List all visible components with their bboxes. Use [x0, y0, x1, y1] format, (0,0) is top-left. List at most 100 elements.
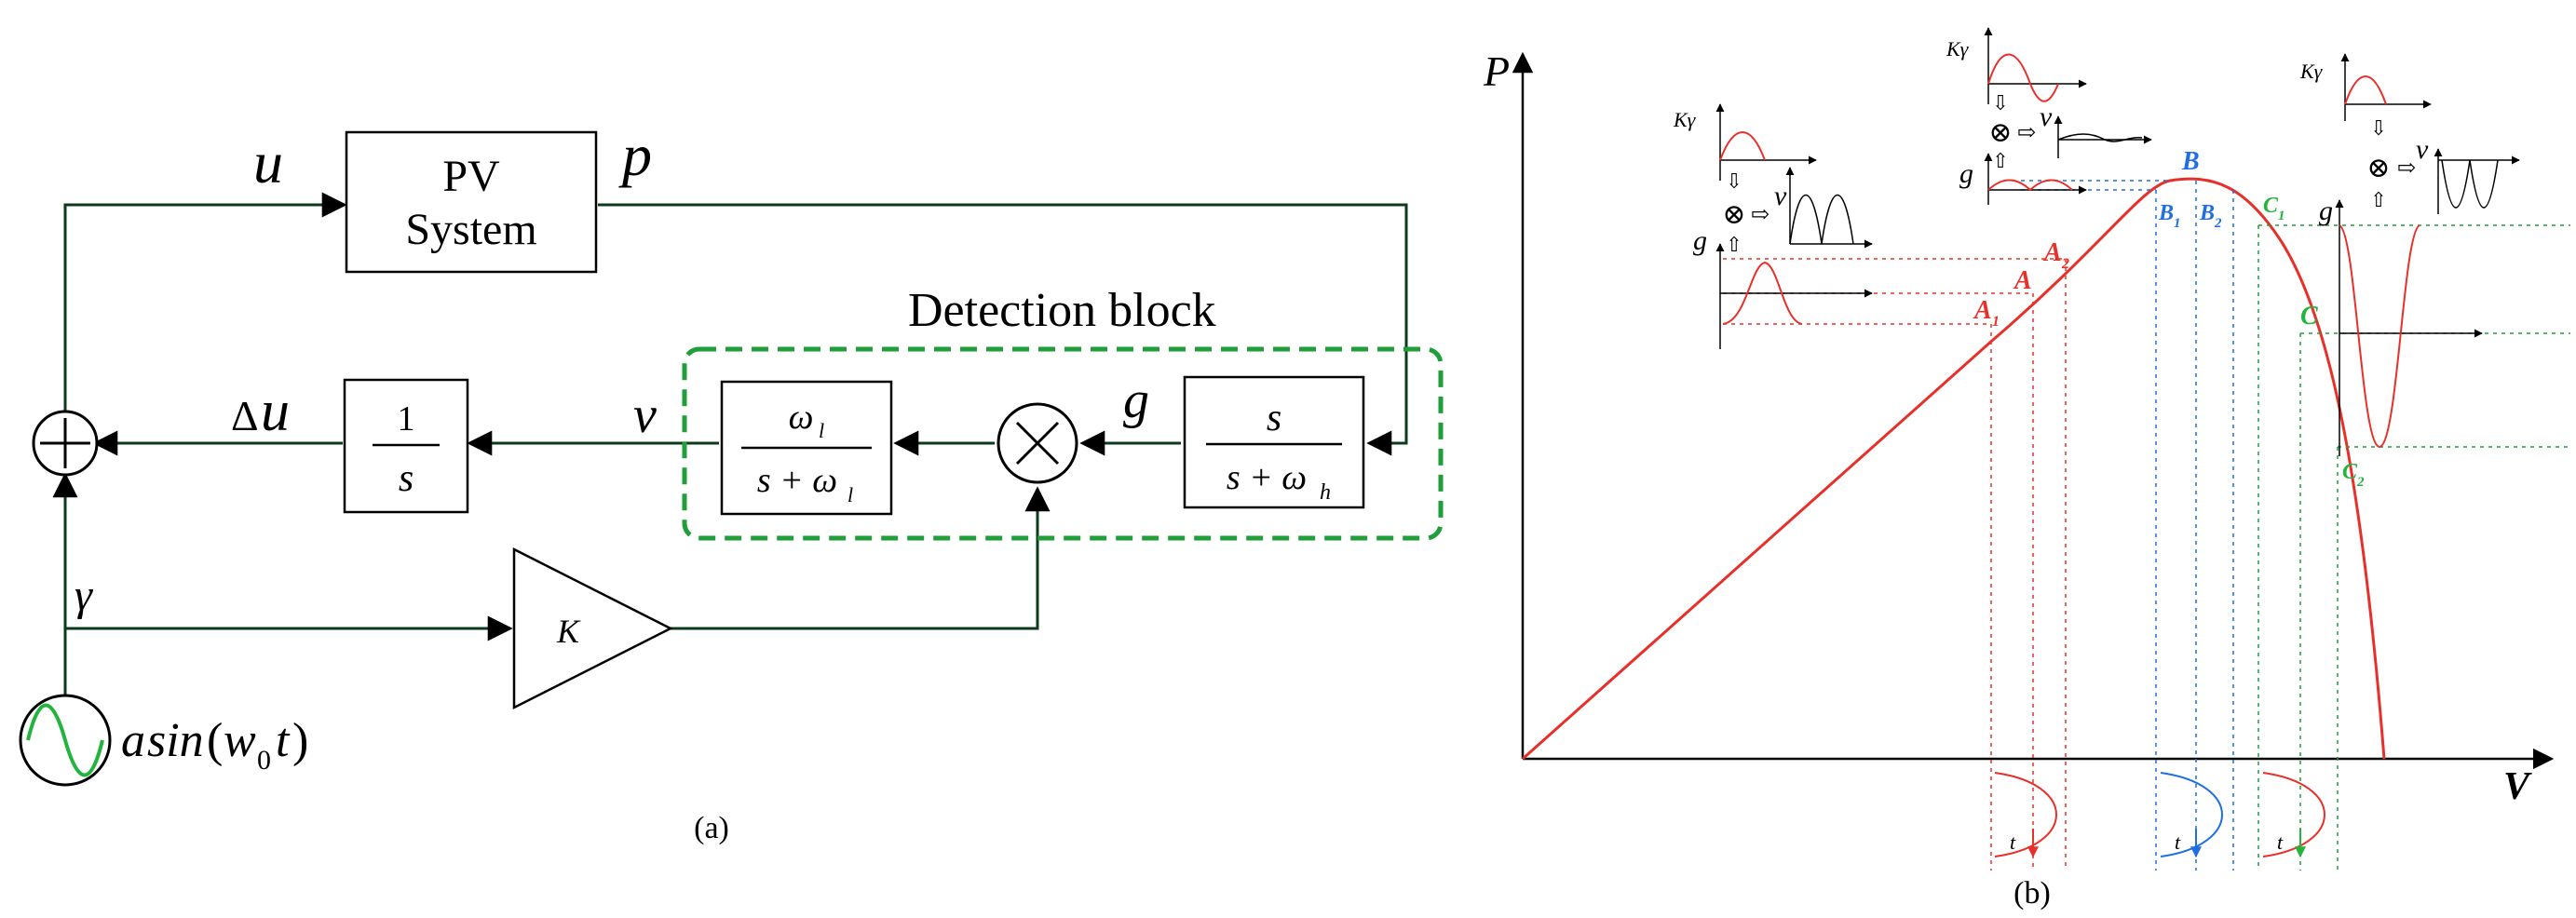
inset-right-right-arrow-icon: ⇨	[2397, 156, 2416, 181]
u-label: u	[253, 129, 283, 196]
inset-left-up-arrow-icon: ⇧	[1726, 233, 1742, 256]
highpass-denominator: s + ω	[1227, 458, 1307, 497]
point-b1: B	[2158, 201, 2174, 225]
inset-right-up-arrow-icon: ⇧	[2370, 188, 2387, 211]
wire-p-to-highpass	[598, 203, 1408, 456]
inset-right-down-arrow-icon: ⇩	[2370, 116, 2387, 140]
inset-right-g-label: g	[2319, 196, 2333, 226]
detection-block-boundary	[682, 346, 1444, 541]
point-b: B	[2181, 147, 2200, 176]
inset-left-k-wave	[1719, 131, 1766, 161]
source-paren-close: )	[292, 714, 308, 767]
point-c2-subscript: 2	[2356, 475, 2365, 490]
wire-u-to-pv	[63, 192, 347, 414]
inset-right-multiply-icon: ⊗	[2366, 153, 2390, 183]
inset-left-multiply-icon: ⊗	[1722, 199, 1745, 230]
axis-v-label: V	[2503, 765, 2532, 808]
inset-middle-g-wave	[1987, 179, 2073, 192]
source-t: t	[276, 714, 291, 767]
caption-b: (b)	[2013, 876, 2051, 911]
point-a1-subscript: 1	[1992, 314, 2000, 330]
lowpass-denominator-subscript: l	[847, 483, 853, 506]
inset-left: Kγ ⇩ ⊗ ⇧ ⇨ v g	[1673, 103, 1873, 349]
integrator-denominator: s	[399, 457, 414, 500]
point-c1-subscript: 1	[2278, 209, 2285, 223]
point-b2: B	[2199, 201, 2215, 225]
inset-middle-right-arrow-icon: ⇨	[2017, 121, 2036, 145]
point-c1: C	[2263, 194, 2279, 218]
inset-right-g-wave	[2339, 224, 2420, 449]
panel-b-pv-curve: P V	[1483, 27, 2570, 911]
inset-left-g-wave	[1722, 261, 1803, 325]
region-b-guides	[2021, 180, 2234, 871]
inset-middle-k-wave	[1987, 53, 2059, 102]
inset-middle: Kγ ⇩ ⊗ ⇧ ⇨ v g	[1946, 27, 2152, 205]
inset-left-right-arrow-icon: ⇨	[1751, 203, 1769, 227]
inset-middle-k-label: Kγ	[1946, 37, 1970, 61]
point-c2: C	[2342, 460, 2358, 484]
time-label-a: t	[2010, 830, 2016, 854]
point-b1-subscript: 1	[2174, 216, 2181, 231]
source-w: w	[224, 714, 256, 767]
bump-c	[2262, 772, 2325, 857]
inset-right-v-label: v	[2416, 134, 2429, 165]
inset-right-v-wave	[2441, 159, 2499, 209]
point-a: A	[2013, 266, 2032, 295]
inset-middle-multiply-icon: ⊗	[1988, 117, 2012, 148]
inset-right-k-label: Kγ	[2299, 60, 2324, 83]
sine-wave-icon	[26, 703, 104, 777]
panel-a-block-diagram: PV System u p Detection block s s + ω h …	[19, 122, 1444, 845]
point-a2: A	[2042, 238, 2062, 267]
source-sin: sin	[147, 714, 204, 767]
highpass-denominator-subscript: h	[1320, 480, 1331, 505]
inset-middle-v-label: v	[2040, 101, 2053, 132]
region-a-guides	[1723, 258, 2067, 871]
inset-right-k-wave	[2344, 75, 2387, 105]
inset-left-v-wave	[1789, 195, 1854, 245]
inset-middle-down-arrow-icon: ⇩	[1992, 91, 2009, 115]
axis-p-label: P	[1483, 47, 1510, 95]
source-w-subscript: 0	[257, 745, 271, 776]
bump-a	[1994, 772, 2057, 857]
inset-left-k-label: Kγ	[1673, 108, 1697, 131]
point-a2-subscript: 2	[2061, 256, 2069, 272]
pv-system-line2: System	[405, 205, 536, 254]
p-label: p	[618, 122, 652, 188]
inset-middle-g-label: g	[1959, 158, 1973, 189]
lowpass-denominator: s + ω	[757, 461, 837, 500]
highpass-numerator: s	[1267, 397, 1281, 439]
inset-left-down-arrow-icon: ⇩	[1726, 169, 1742, 193]
source-paren-open: (	[207, 714, 223, 767]
integrator-numerator: 1	[398, 399, 415, 439]
pv-system-line1: PV	[442, 152, 500, 201]
highpass-filter-block	[1183, 375, 1365, 509]
operating-point-labels: A 2 A A 1 B B 1 B 2 C 1 C C 2	[1973, 147, 2365, 490]
plus-icon	[40, 418, 90, 468]
v-label: v	[633, 386, 657, 444]
gain-label: K	[556, 613, 581, 650]
oscillation-bumps	[1994, 772, 2325, 857]
wire-gain-to-multiplier	[671, 486, 1051, 630]
caption-a: (a)	[694, 811, 729, 845]
bump-b	[2160, 772, 2223, 857]
source-a: a	[121, 714, 145, 767]
detection-block-label: Detection block	[908, 284, 1216, 337]
gain-triangle	[512, 547, 673, 710]
time-label-b: t	[2175, 830, 2181, 854]
time-label-c: t	[2277, 830, 2284, 854]
g-label: g	[1123, 371, 1149, 429]
point-b2-subscript: 2	[2214, 216, 2222, 231]
signal-wires	[52, 192, 1408, 698]
lowpass-numerator: ω	[789, 398, 814, 437]
point-a1: A	[1973, 296, 1992, 325]
inset-middle-v-wave	[2057, 133, 2143, 142]
lowpass-numerator-subscript: l	[819, 419, 824, 442]
pv-power-curve	[1522, 177, 2386, 761]
multiply-icon	[1015, 421, 1060, 466]
point-c: C	[2300, 302, 2318, 331]
inset-left-g-label: g	[1693, 225, 1707, 256]
delta-symbol: Δ	[231, 392, 259, 439]
gamma-label: γ	[75, 571, 93, 620]
inset-left-v-label: v	[1774, 181, 1787, 211]
